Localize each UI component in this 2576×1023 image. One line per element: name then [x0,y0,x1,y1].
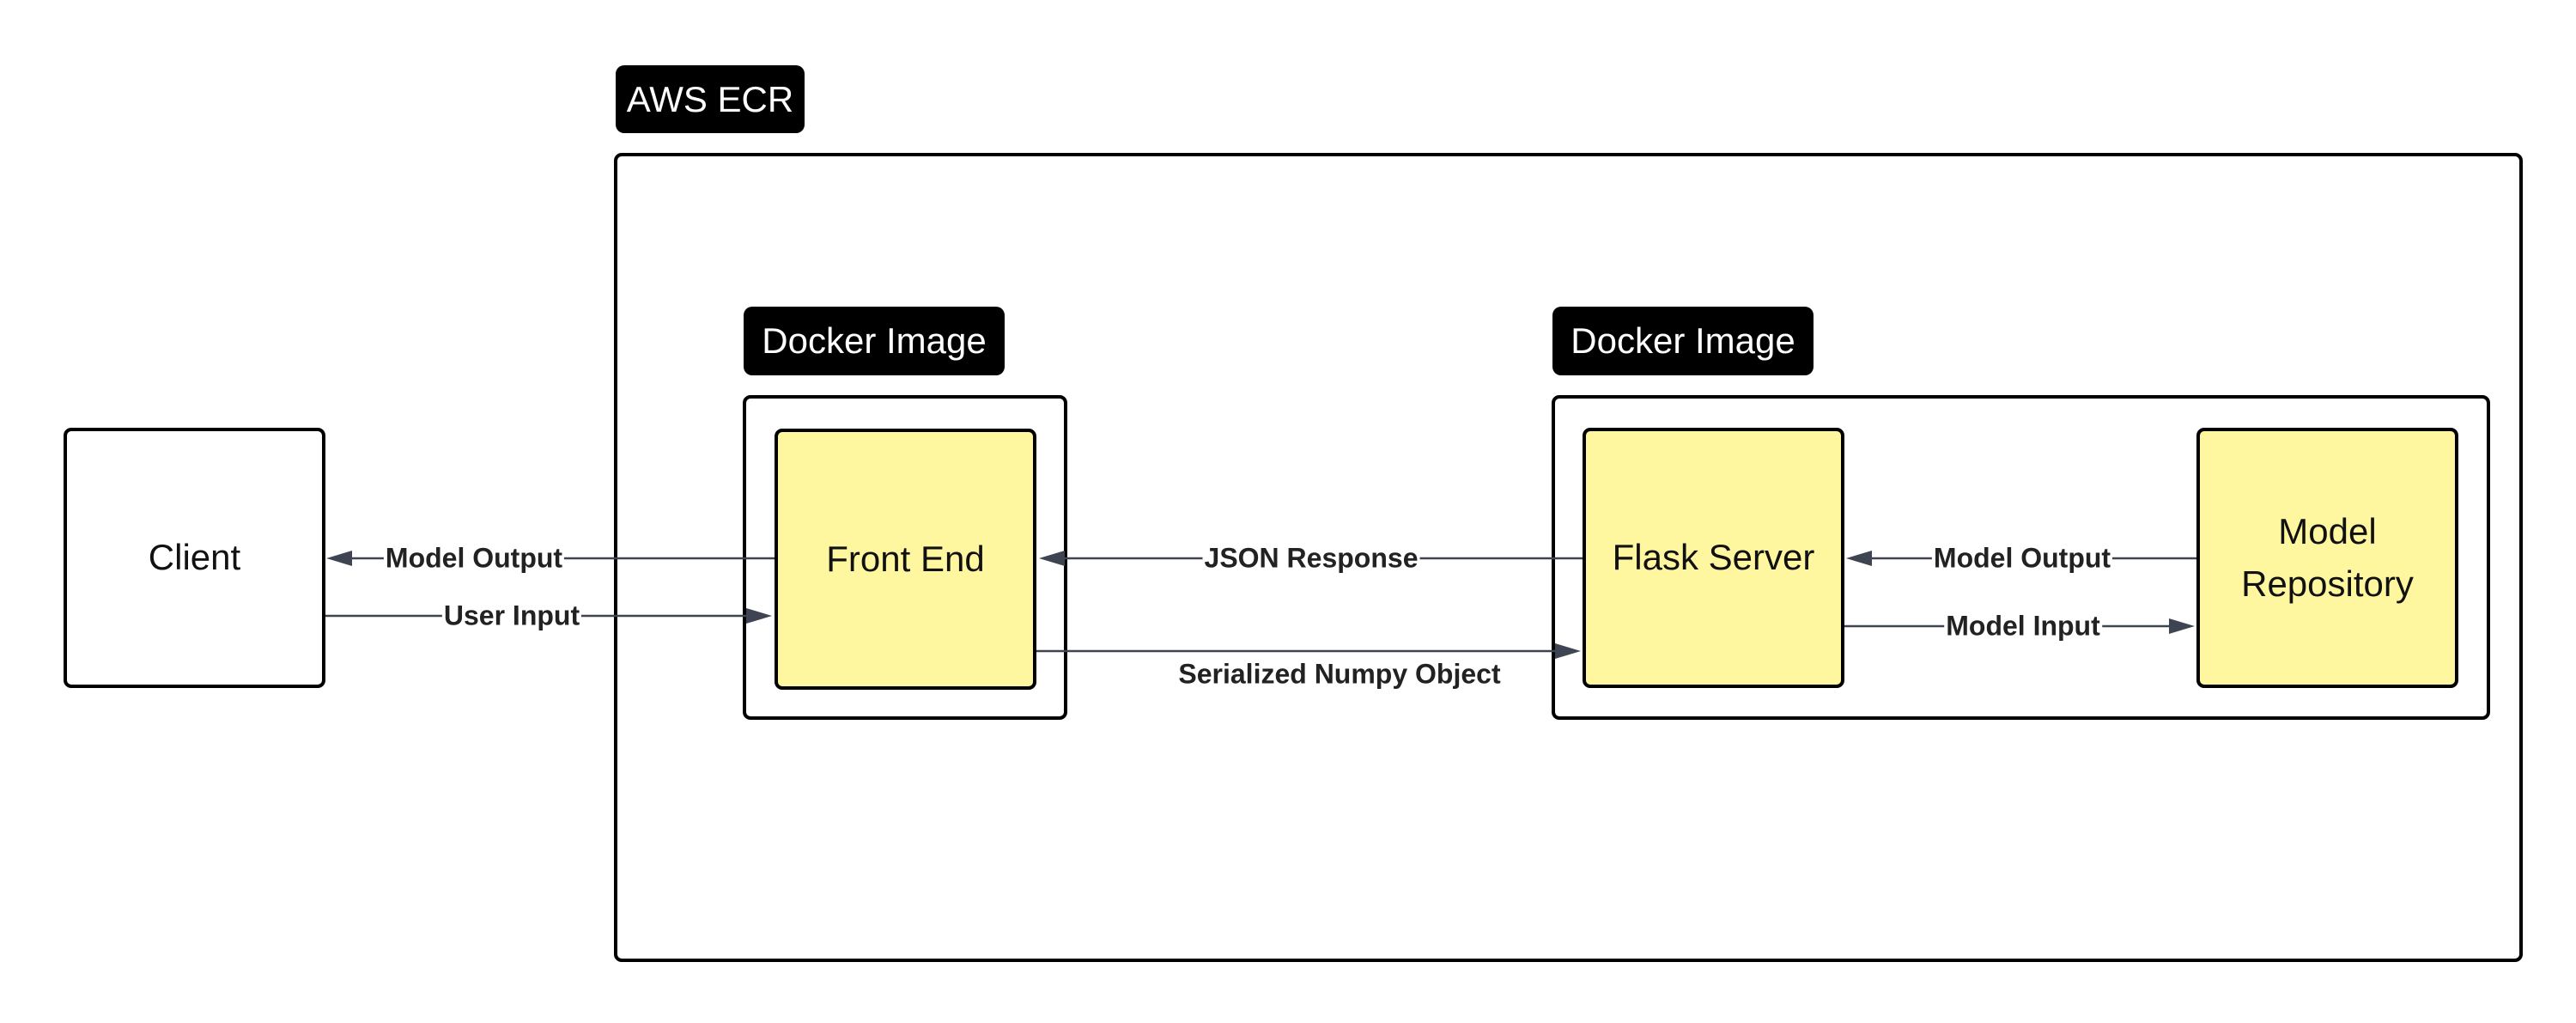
docker-image-right-label: Docker Image [1552,307,1814,375]
edge-label-repo-to-flask: Model Output [1931,542,2113,575]
flask-server-node: Flask Server [1583,428,1844,688]
edge-label-client-to-frontend: User Input [441,600,582,632]
edge-label-flask-to-repo: Model Input [1944,610,2102,642]
arrowhead-flask-to-repo [2169,618,2195,634]
edge-label-flask-to-frontend: JSON Response [1202,542,1420,575]
client-node: Client [64,428,325,688]
aws-ecr-label: AWS ECR [616,65,805,133]
arrowhead-flask-to-frontend [1039,551,1065,566]
front-end-node: Front End [775,429,1036,690]
edge-label-frontend-to-client: Model Output [383,542,565,575]
arrowhead-frontend-to-flask [1555,643,1581,659]
arrowhead-client-to-frontend [746,608,772,624]
edge-label-frontend-to-flask: Serialized Numpy Object [1178,658,1501,690]
docker-image-left-label: Docker Image [744,307,1005,375]
client-label: Client [148,537,241,578]
model-repository-label: Model Repository [2241,510,2414,604]
arrowhead-repo-to-flask [1846,551,1872,566]
flask-server-label: Flask Server [1612,537,1815,578]
arrowhead-frontend-to-client [326,551,352,566]
model-repository-node: Model Repository [2196,428,2458,688]
front-end-label: Front End [826,538,985,579]
